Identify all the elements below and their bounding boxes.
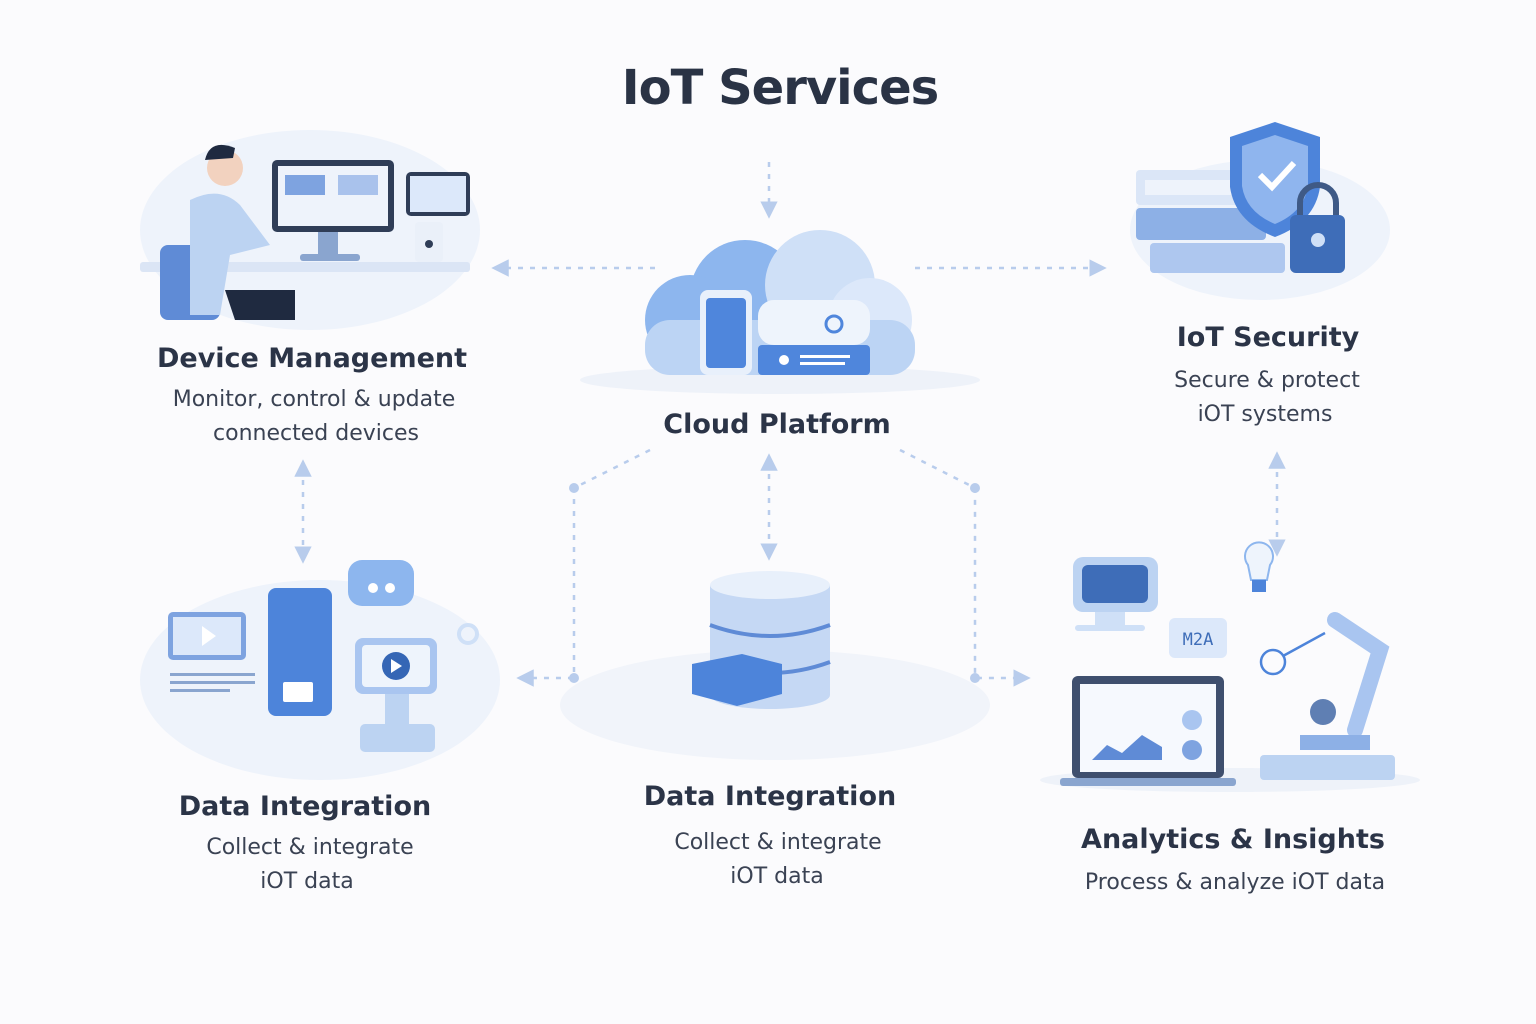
node-description-line: Collect & integrate (206, 835, 414, 860)
connector-cloud-dataleft (516, 448, 651, 687)
node-description-line: Process & analyze iOT data (1084, 870, 1386, 895)
node-description-line: iOT systems (1197, 402, 1333, 427)
node-description-line: Monitor, control & update (172, 387, 456, 412)
node-title: IoT Security (1176, 322, 1360, 353)
node-description-line: iOT data (730, 864, 824, 889)
connectors (294, 162, 1286, 687)
node-title: Device Management (156, 343, 468, 374)
device-management-illustration (140, 130, 480, 330)
iot-security-illustration (1130, 122, 1390, 300)
m2a-badge: M2A (1183, 630, 1214, 650)
node-description-line: Collect & integrate (674, 830, 882, 855)
node-title: Cloud Platform (663, 409, 891, 440)
page-title: IoT Services (621, 60, 939, 116)
node-description-line: connected devices (213, 421, 419, 446)
connector-cloud-analytics (899, 448, 1031, 687)
node-description-line: iOT data (260, 869, 354, 894)
analytics-illustration: M2A (1040, 541, 1420, 792)
cloud-platform-illustration (580, 230, 980, 394)
node-title: Analytics & Insights (1081, 824, 1385, 855)
node-description-line: Secure & protect (1174, 368, 1360, 393)
data-integration-illustration-left (140, 560, 500, 780)
node-title: Data Integration (643, 781, 897, 812)
database-illustration (560, 571, 990, 760)
node-title: Data Integration (178, 791, 432, 822)
